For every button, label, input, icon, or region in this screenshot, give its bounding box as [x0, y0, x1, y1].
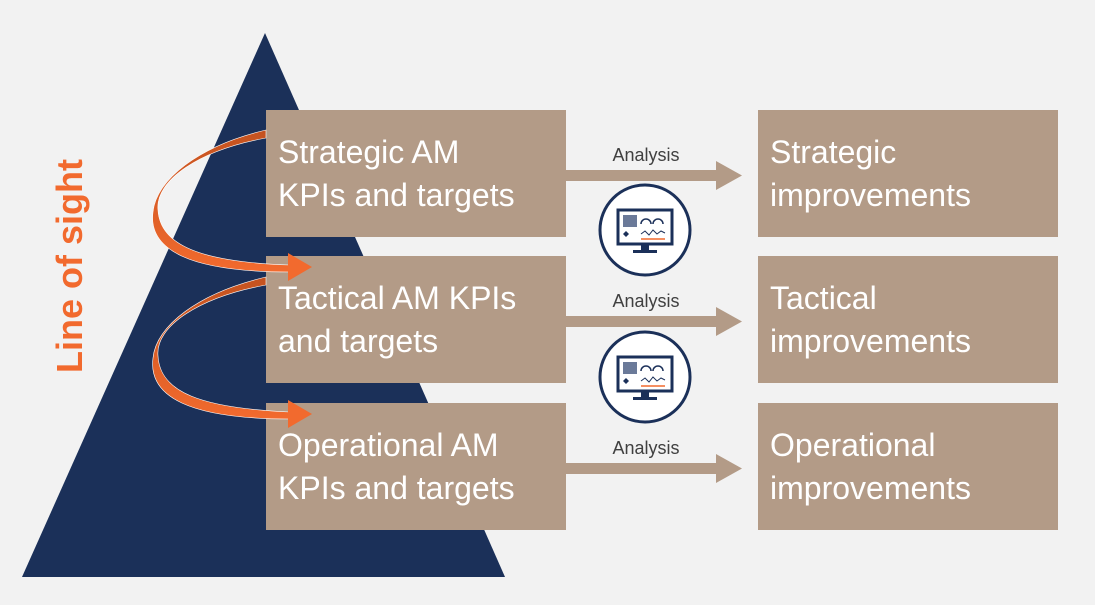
improvement-text-line: Strategic: [770, 133, 897, 170]
improvement-text-line: Operational: [770, 426, 936, 463]
kpi-text-line: Operational AM: [278, 426, 499, 463]
dashboard-monitor-icon: [598, 330, 692, 424]
kpi-box-tactical: Tactical AM KPIs and targets: [266, 256, 566, 383]
kpi-text-line: KPIs and targets: [278, 176, 515, 213]
improvement-box-tactical: Tactical improvements: [758, 256, 1058, 383]
analysis-label: Analysis: [612, 438, 680, 458]
analysis-label: Analysis: [612, 145, 680, 165]
dashboard-monitor-icon: [598, 183, 692, 277]
kpi-text-line: Strategic AM: [278, 133, 460, 170]
analysis-arrow-3: [566, 454, 742, 483]
improvement-text-line: improvements: [770, 176, 971, 213]
line-of-sight-label: Line of sight: [49, 159, 90, 373]
kpi-text-line: and targets: [278, 322, 439, 359]
analysis-arrow-2: [566, 307, 742, 336]
analysis-label: Analysis: [612, 291, 680, 311]
improvement-box-operational: Operational improvements: [758, 403, 1058, 530]
kpi-text-line: Tactical AM KPIs: [278, 279, 517, 316]
improvement-box-strategic: Strategic improvements: [758, 110, 1058, 237]
analysis-arrow-1: [566, 161, 742, 190]
improvement-text-line: Tactical: [770, 279, 877, 316]
kpi-box-strategic: Strategic AM KPIs and targets: [266, 110, 566, 237]
kpi-text-line: KPIs and targets: [278, 469, 515, 506]
improvement-text-line: improvements: [770, 322, 971, 359]
improvement-text-line: improvements: [770, 469, 971, 506]
kpi-box-operational: Operational AM KPIs and targets: [266, 403, 566, 530]
